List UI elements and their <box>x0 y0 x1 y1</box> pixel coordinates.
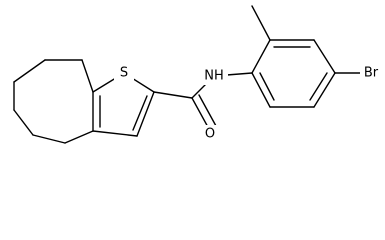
bond-c3-c3a <box>92 130 138 137</box>
bond-c2-carbonyl <box>153 91 193 99</box>
amide-nitrogen-label-bg <box>200 67 228 85</box>
bromine-label: Br <box>364 66 379 81</box>
structure-canvas: S NH O Br <box>13 5 384 144</box>
molecule-structure: S NH O Br <box>13 5 384 144</box>
atom-labels: S NH O Br <box>114 64 384 143</box>
bond-carbonyl-o-double <box>198 94 217 127</box>
sulfur-label: S <box>120 66 128 81</box>
bond-c2-c3 <box>13 59 46 83</box>
bond-a4-a5 <box>313 72 336 108</box>
bond-c2-c3-double <box>132 95 148 131</box>
bromine-label-bg <box>360 64 384 82</box>
bond-methyl <box>251 5 271 41</box>
bond-a6-a1 <box>251 72 271 108</box>
bond-c5-c6 <box>32 134 66 144</box>
cycloheptane-ring <box>13 59 94 144</box>
bond-c2-c3 <box>136 91 155 137</box>
sulfur-label-bg <box>114 64 134 82</box>
bond-c6-c7 <box>64 130 94 144</box>
amide-nitrogen-label: NH <box>204 69 224 84</box>
bond-a3-a4 <box>313 39 336 74</box>
bromomethylphenyl-ring <box>251 39 336 108</box>
bond-c4-c5 <box>13 109 34 136</box>
bond-a1-a2 <box>251 39 271 74</box>
bond-a6-a1-double <box>259 72 275 101</box>
carbonyl-oxygen-label: O <box>205 127 215 142</box>
bond-a4-a5-double <box>309 72 328 101</box>
bond-c7a-c1 <box>81 59 94 93</box>
bond-carbonyl-o <box>191 97 210 130</box>
carbonyl-oxygen-label-bg <box>200 125 220 143</box>
